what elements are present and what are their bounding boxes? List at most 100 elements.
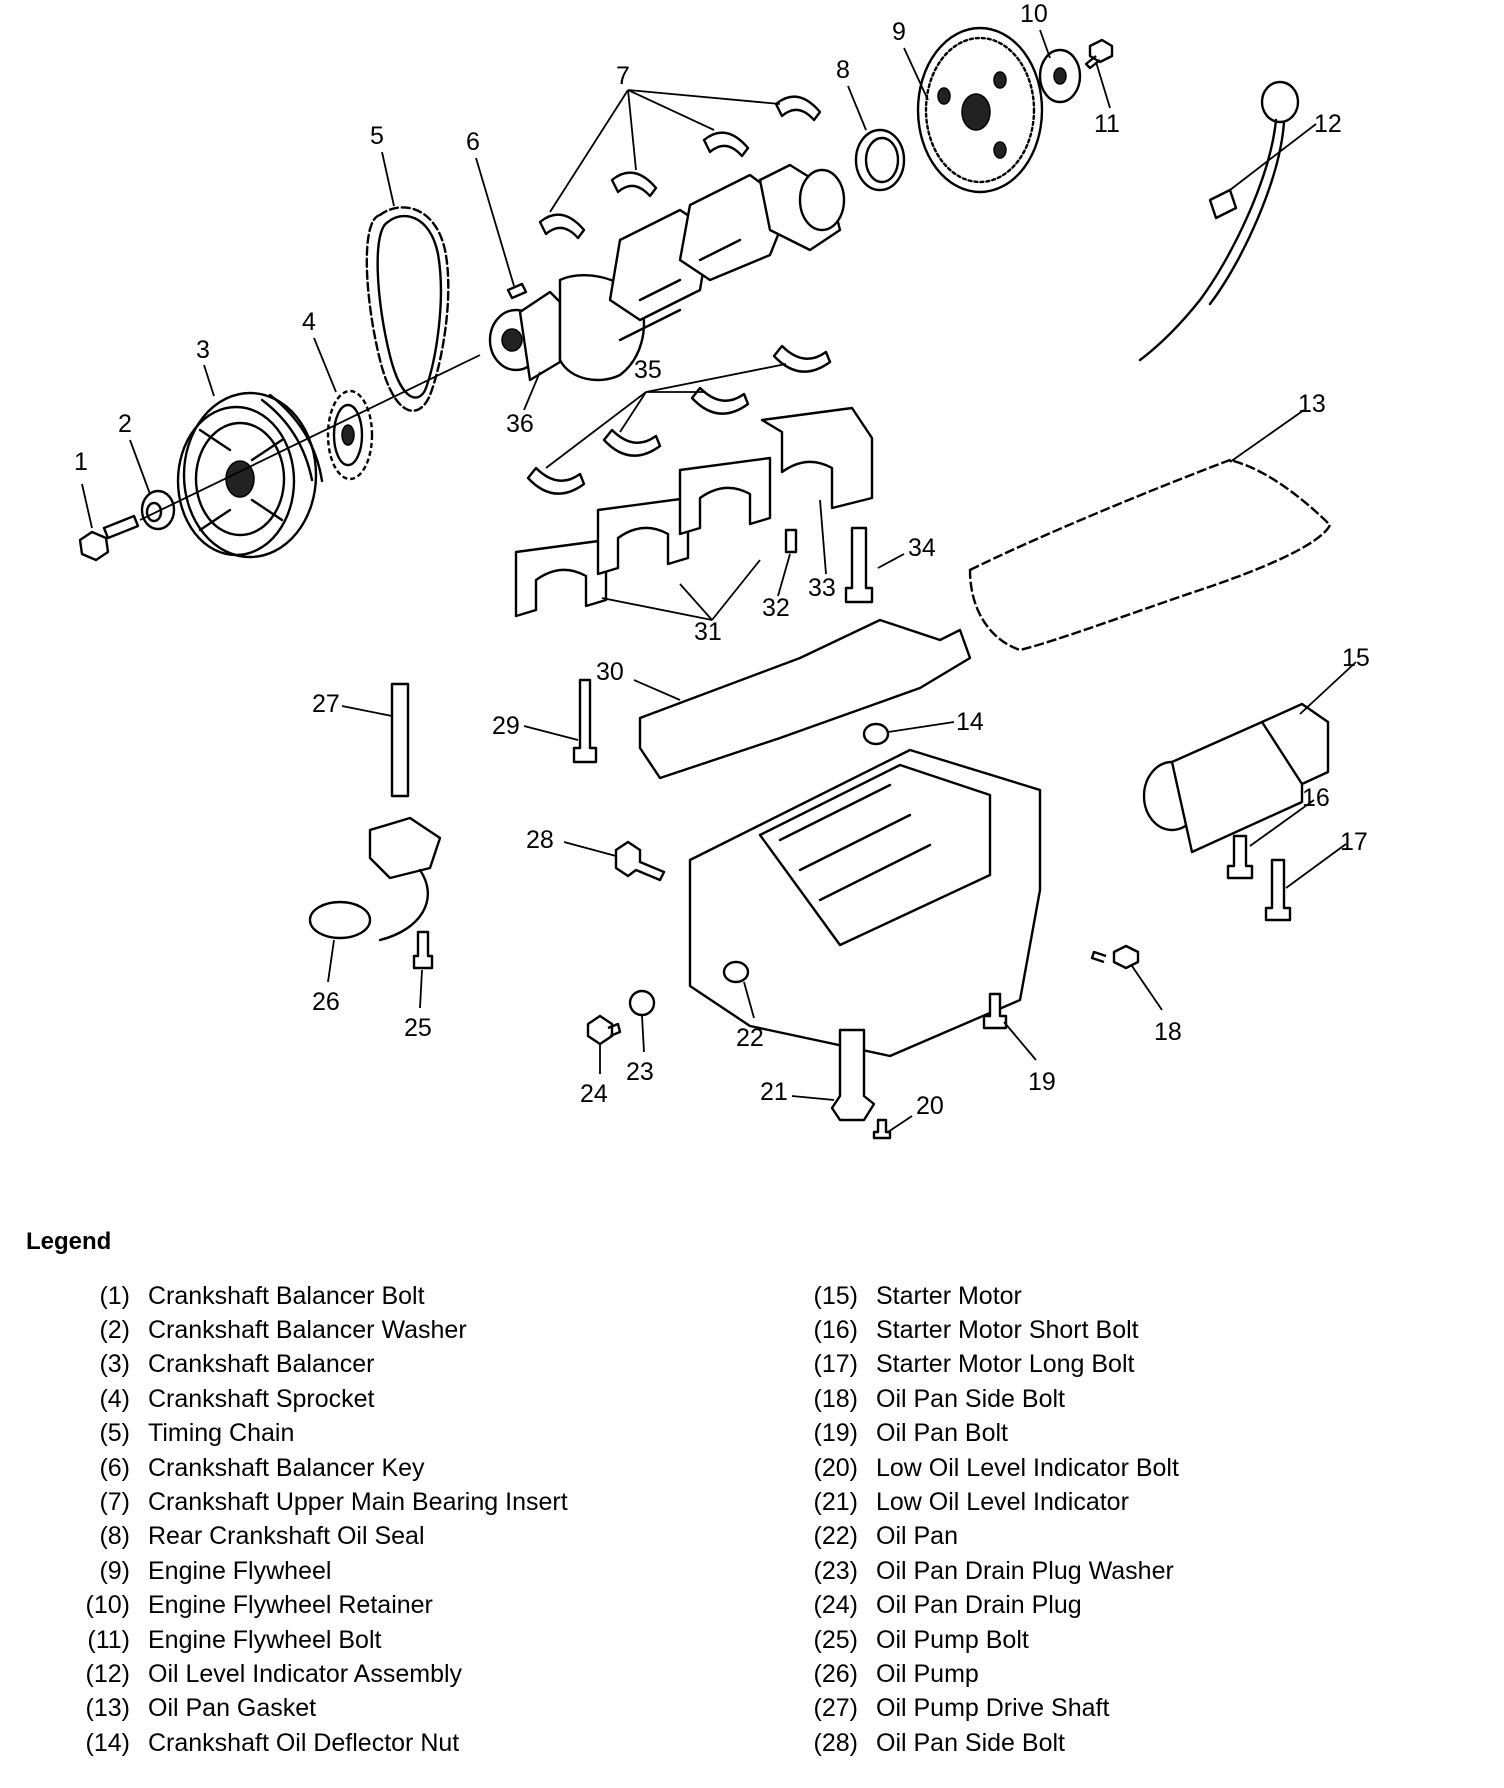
legend-item-number: (4)	[99, 1384, 130, 1413]
part-16-starter-short-bolt	[1226, 834, 1254, 880]
callout-1: 1	[74, 448, 88, 476]
part-34-cap-bolt	[844, 526, 874, 604]
legend-item-label: Oil Pan Bolt	[876, 1419, 1009, 1448]
legend-item: (6) Crankshaft Balancer Key	[70, 1451, 568, 1485]
callout-35: 35	[634, 356, 662, 384]
legend-item-label: Crankshaft Balancer Key	[148, 1453, 425, 1482]
legend-item: (8)Rear Crankshaft Oil Seal	[70, 1520, 568, 1554]
legend-item: (19)Oil Pan Bolt	[798, 1417, 1179, 1451]
legend-item: (7)Crankshaft Upper Main Bearing Insert	[70, 1485, 567, 1519]
legend-item-label: Starter Motor	[876, 1281, 1022, 1310]
callout-34: 34	[908, 534, 936, 562]
callout-8: 8	[836, 56, 850, 84]
part-33-rear-main-cap	[760, 406, 874, 510]
leader-lines	[81, 29, 1357, 1133]
legend-item-label: Crankshaft Oil Deflector Nut	[148, 1728, 460, 1757]
legend-item-label: Low Oil Level Indicator Bolt	[876, 1453, 1179, 1482]
callout-11: 11	[1094, 110, 1120, 138]
legend-item-label: Oil Level Indicator Assembly	[148, 1659, 463, 1688]
legend-item-number: (27)	[813, 1694, 858, 1723]
exploded-parts-diagram: 1 2 3 4 5 6 7 8 9 10 11 12 13 14 15 16 1…	[74, 0, 1370, 1140]
callout-3: 3	[196, 336, 210, 364]
legend-item: (12)Oil Level Indicator Assembly	[70, 1657, 568, 1691]
part-23-drain-plug-washer	[628, 989, 656, 1017]
callout-4: 4	[302, 308, 316, 336]
legend-column-left: (1)Crankshaft Balancer Bolt(2)Crankshaft…	[70, 1279, 568, 1760]
legend-item: (24)Oil Pan Drain Plug	[798, 1589, 1179, 1623]
legend-item-number: (22)	[813, 1522, 858, 1551]
legend-item-label: Starter Motor Long Bolt	[876, 1350, 1135, 1379]
part-14-deflector-nut	[862, 722, 890, 746]
part-28-oil-pan-side-bolt	[614, 840, 666, 882]
legend-item-label: Oil Pan Drain Plug	[876, 1591, 1082, 1620]
part-4-crankshaft-sprocket	[326, 389, 374, 481]
callout-17: 17	[1340, 828, 1368, 856]
callout-15: 15	[1342, 644, 1370, 672]
legend-item: (26) Oil Pump	[798, 1657, 1179, 1691]
legend-item: (20)Low Oil Level Indicator Bolt	[798, 1451, 1179, 1485]
legend-item: (9)Engine Flywheel	[70, 1554, 568, 1588]
part-30-oil-deflector	[638, 618, 972, 780]
legend-item-label: Starter Motor Short Bolt	[876, 1316, 1139, 1345]
part-10-flywheel-retainer	[1038, 48, 1082, 104]
legend-item-label: Oil Pump Bolt	[876, 1625, 1029, 1654]
legend-item-number: (14)	[85, 1728, 130, 1757]
legend-item: (17)Starter Motor Long Bolt	[798, 1348, 1179, 1382]
legend-item-number: (18)	[813, 1384, 858, 1413]
part-25-oil-pump-bolt	[412, 930, 434, 970]
part-22-oil-pan	[688, 748, 1042, 1058]
legend-item: (13)Oil Pan Gasket	[70, 1692, 568, 1726]
legend-item: (16)Starter Motor Short Bolt	[798, 1313, 1179, 1347]
legend-item-label: Oil Pump Drive Shaft	[876, 1694, 1110, 1723]
callout-32: 32	[762, 594, 790, 622]
part-36-crankshaft	[488, 163, 846, 382]
legend-column-right: (15)Starter Motor(16)Starter Motor Short…	[798, 1279, 1179, 1760]
callout-5: 5	[370, 122, 384, 150]
legend-item: (2)Crankshaft Balancer Washer	[70, 1313, 568, 1347]
callout-21: 21	[760, 1078, 788, 1106]
legend-item-number: (3)	[99, 1350, 130, 1379]
legend-item-number: (6)	[99, 1453, 130, 1482]
part-9-flywheel	[916, 26, 1044, 194]
legend-item-number: (1)	[99, 1281, 130, 1310]
legend-item: (25)Oil Pump Bolt	[798, 1623, 1179, 1657]
legend-item: (23)Oil Pan Drain Plug Washer	[798, 1554, 1179, 1588]
callout-2: 2	[118, 410, 132, 438]
part-2-balancer-washer	[140, 489, 176, 531]
legend-item-number: (10)	[85, 1591, 130, 1620]
part-18-oil-pan-side-bolt	[1090, 944, 1140, 970]
legend-item-label: Oil Pan Drain Plug Washer	[876, 1556, 1174, 1585]
part-11-flywheel-bolt	[1084, 38, 1114, 70]
callout-10: 10	[1020, 0, 1048, 28]
legend-item-label: Rear Crankshaft Oil Seal	[148, 1522, 425, 1551]
legend-item-label: Low Oil Level Indicator	[876, 1488, 1129, 1517]
legend-item-label: Engine Flywheel Retainer	[148, 1591, 433, 1620]
legend-title: Legend	[26, 1228, 112, 1255]
legend-item: (11)Engine Flywheel Bolt	[70, 1623, 568, 1657]
callout-7: 7	[616, 62, 630, 90]
callout-27: 27	[312, 690, 340, 718]
callout-18: 18	[1154, 1018, 1182, 1046]
callout-16: 16	[1302, 784, 1330, 812]
callout-31: 31	[694, 618, 722, 646]
legend-item: (4)Crankshaft Sprocket	[70, 1382, 568, 1416]
callout-12: 12	[1314, 110, 1342, 138]
legend-item-label: Oil Pan Gasket	[148, 1694, 317, 1723]
legend-item: (3)Crankshaft Balancer	[70, 1348, 568, 1382]
callout-28: 28	[526, 826, 554, 854]
legend-item: (1)Crankshaft Balancer Bolt	[70, 1279, 568, 1313]
part-35-lower-bearing-inserts	[526, 344, 832, 495]
part-26-oil-pump	[308, 816, 442, 942]
legend-item: (18)Oil Pan Side Bolt	[798, 1382, 1179, 1416]
legend-item-number: (26)	[813, 1659, 858, 1688]
callout-labels: 1 2 3 4 5 6 7 8 9 10 11 12 13 14 15 16 1…	[74, 0, 1370, 1120]
legend-item-label: Oil Pump	[876, 1659, 979, 1688]
callout-6: 6	[466, 128, 480, 156]
callout-14: 14	[956, 708, 984, 736]
part-8-rear-oil-seal	[854, 128, 906, 192]
part-6-balancer-key	[506, 282, 528, 300]
callout-36: 36	[506, 410, 534, 438]
part-24-drain-plug	[586, 1014, 622, 1046]
legend-item: (5)Timing Chain	[70, 1417, 568, 1451]
part-1-balancer-bolt	[78, 514, 140, 562]
